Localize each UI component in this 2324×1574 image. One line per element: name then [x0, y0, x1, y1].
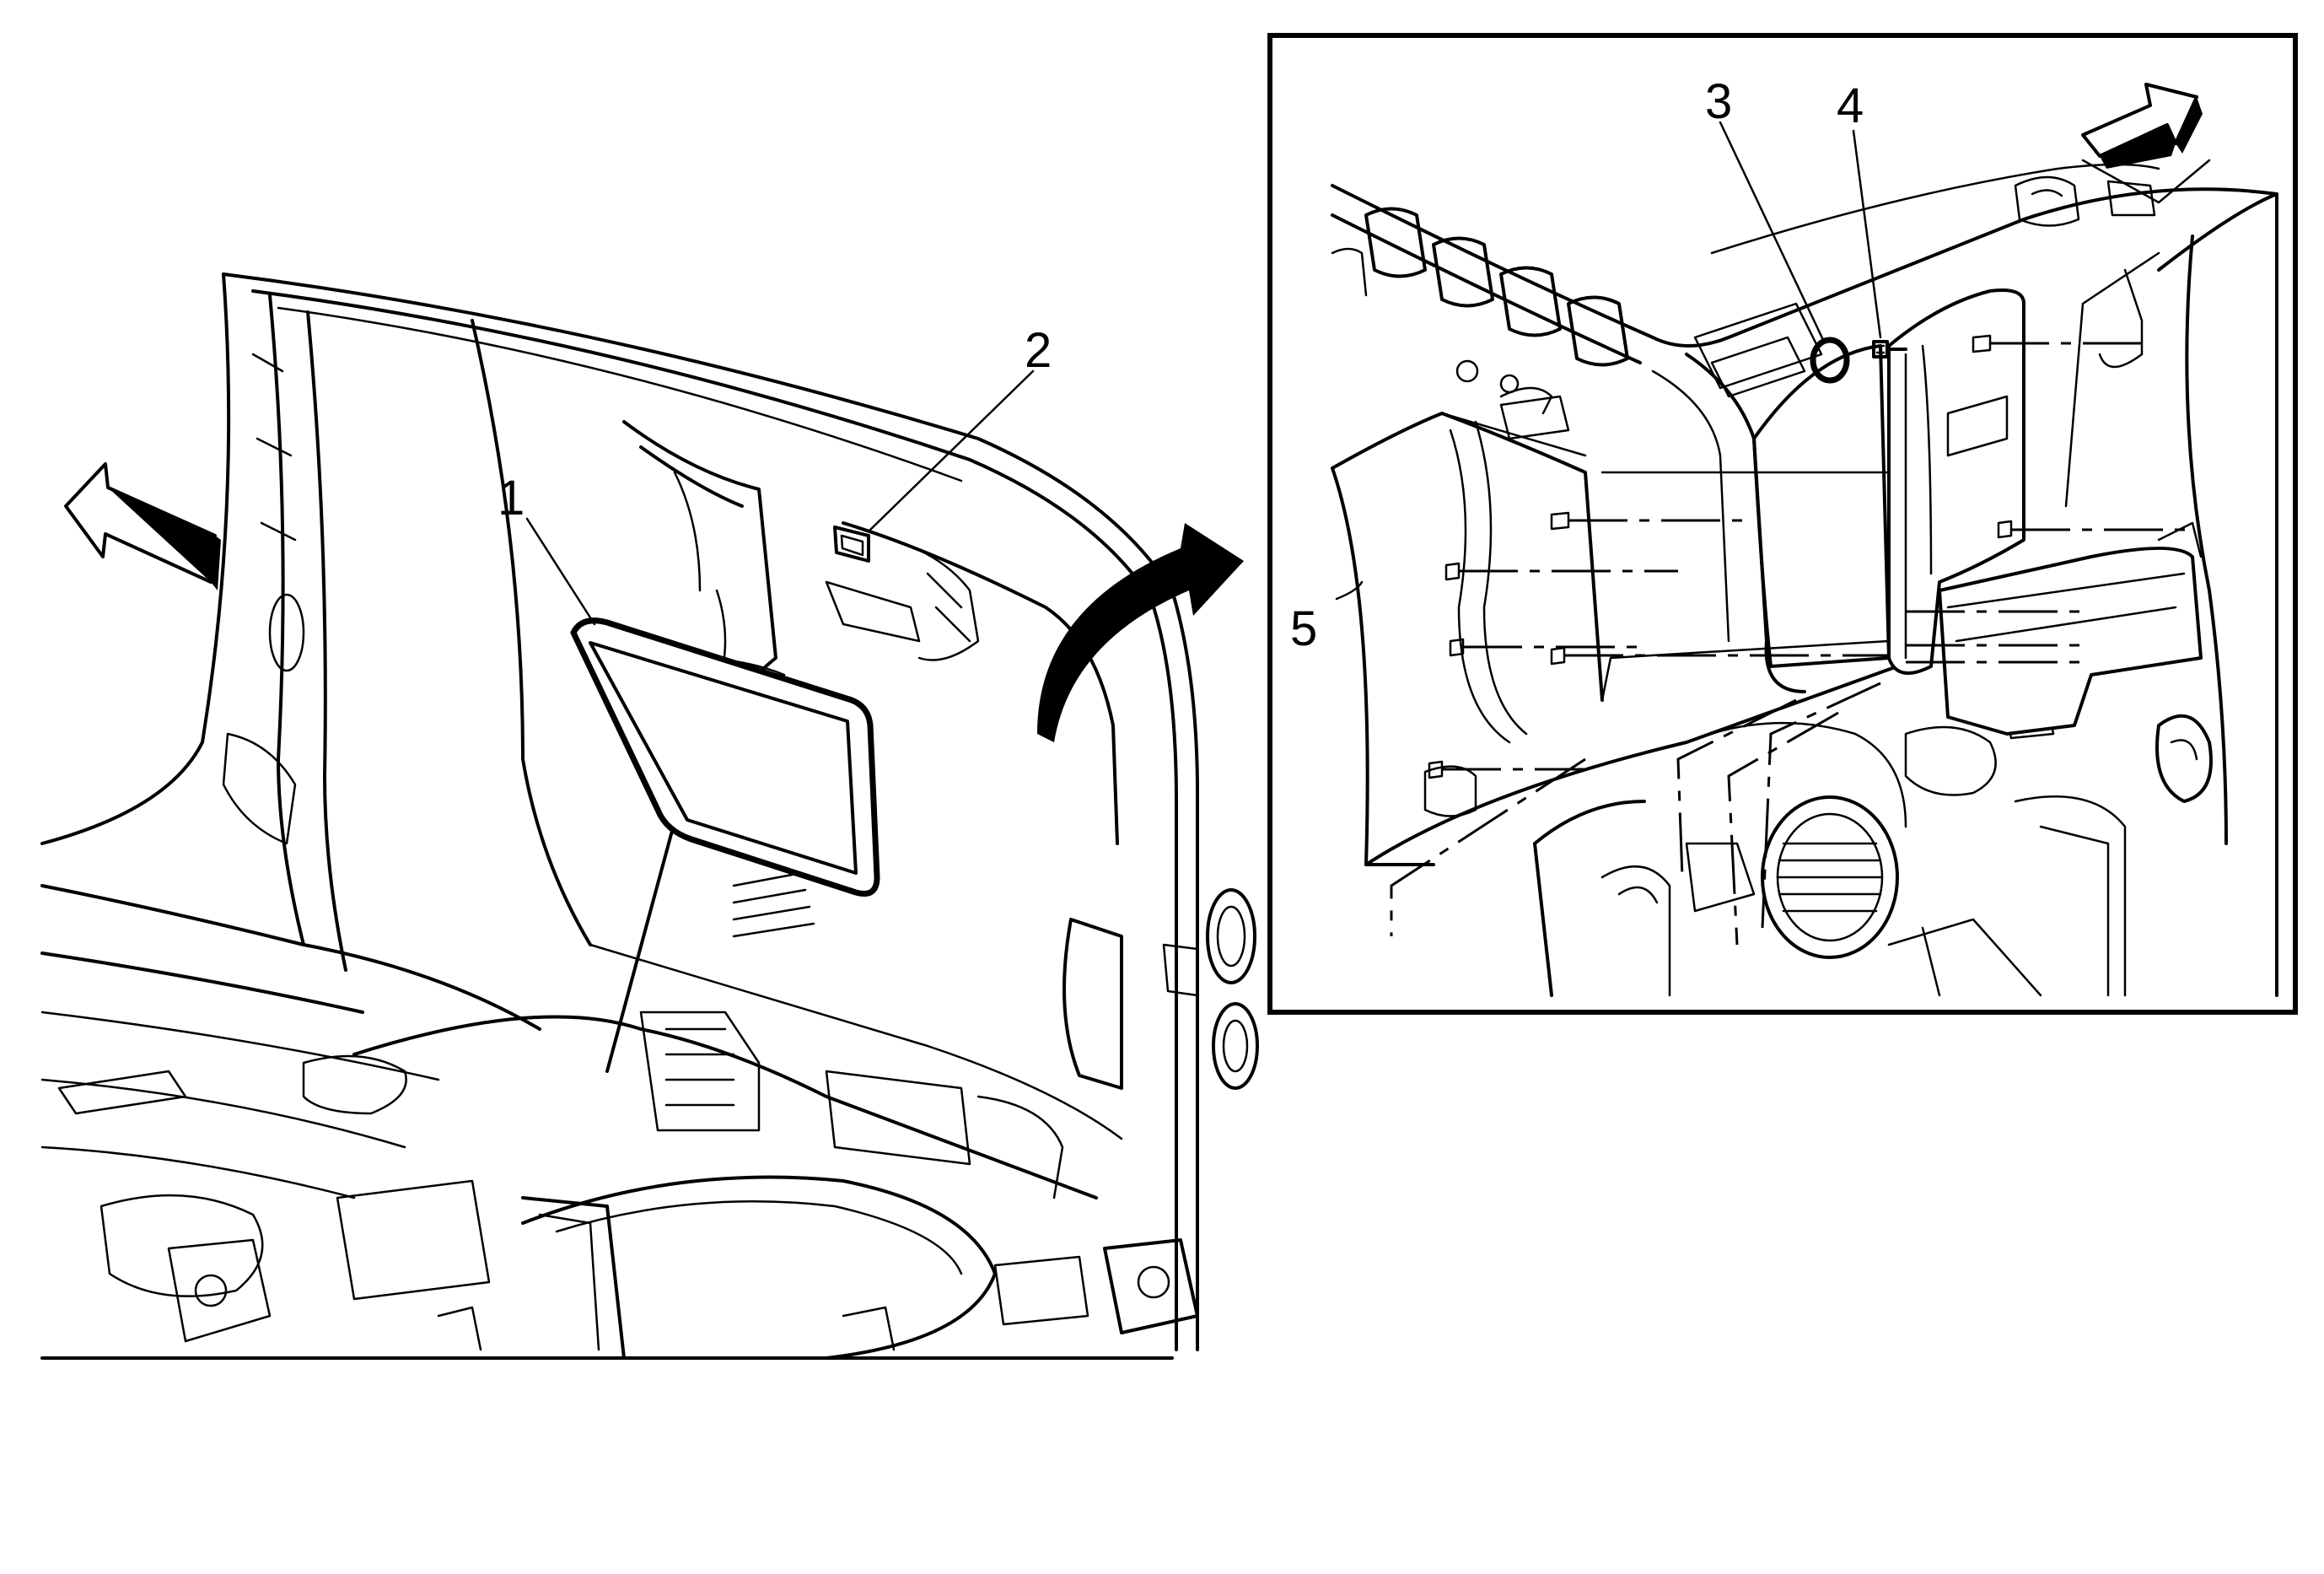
vehicle-interior-overview [40, 272, 1259, 1360]
callout-5: 5 [1290, 580, 1364, 656]
part-2-retainer [833, 526, 870, 563]
callout-2: 2 [867, 323, 1052, 533]
lower-trim-panel [1938, 521, 2203, 736]
part-5-quarter-trim-panel [1331, 412, 1899, 869]
upper-trim-panel [1887, 288, 2025, 675]
callout-1: 1 [498, 471, 596, 626]
callout-4-label: 4 [1837, 78, 1864, 133]
vent-slots [732, 871, 815, 938]
curved-detail-arrow-icon [1037, 523, 1244, 742]
part-1-access-cover [570, 617, 880, 897]
front-direction-arrow-icon [2081, 83, 2203, 169]
part-4-fastener [1872, 340, 1907, 358]
callout-2-label: 2 [1025, 323, 1052, 378]
speaker-grille [1776, 842, 1884, 913]
roof-vents [1331, 207, 1629, 367]
callout-1-label: 1 [498, 471, 525, 526]
callout-3-label: 3 [1705, 74, 1732, 129]
part-3-grommet [1810, 337, 1850, 384]
front-direction-arrow-icon [64, 462, 221, 590]
callout-4: 4 [1837, 78, 1882, 339]
callout-3: 3 [1705, 74, 1826, 343]
detail-inset: 3 4 5 [1267, 33, 2298, 1015]
callout-5-label: 5 [1290, 601, 1317, 656]
